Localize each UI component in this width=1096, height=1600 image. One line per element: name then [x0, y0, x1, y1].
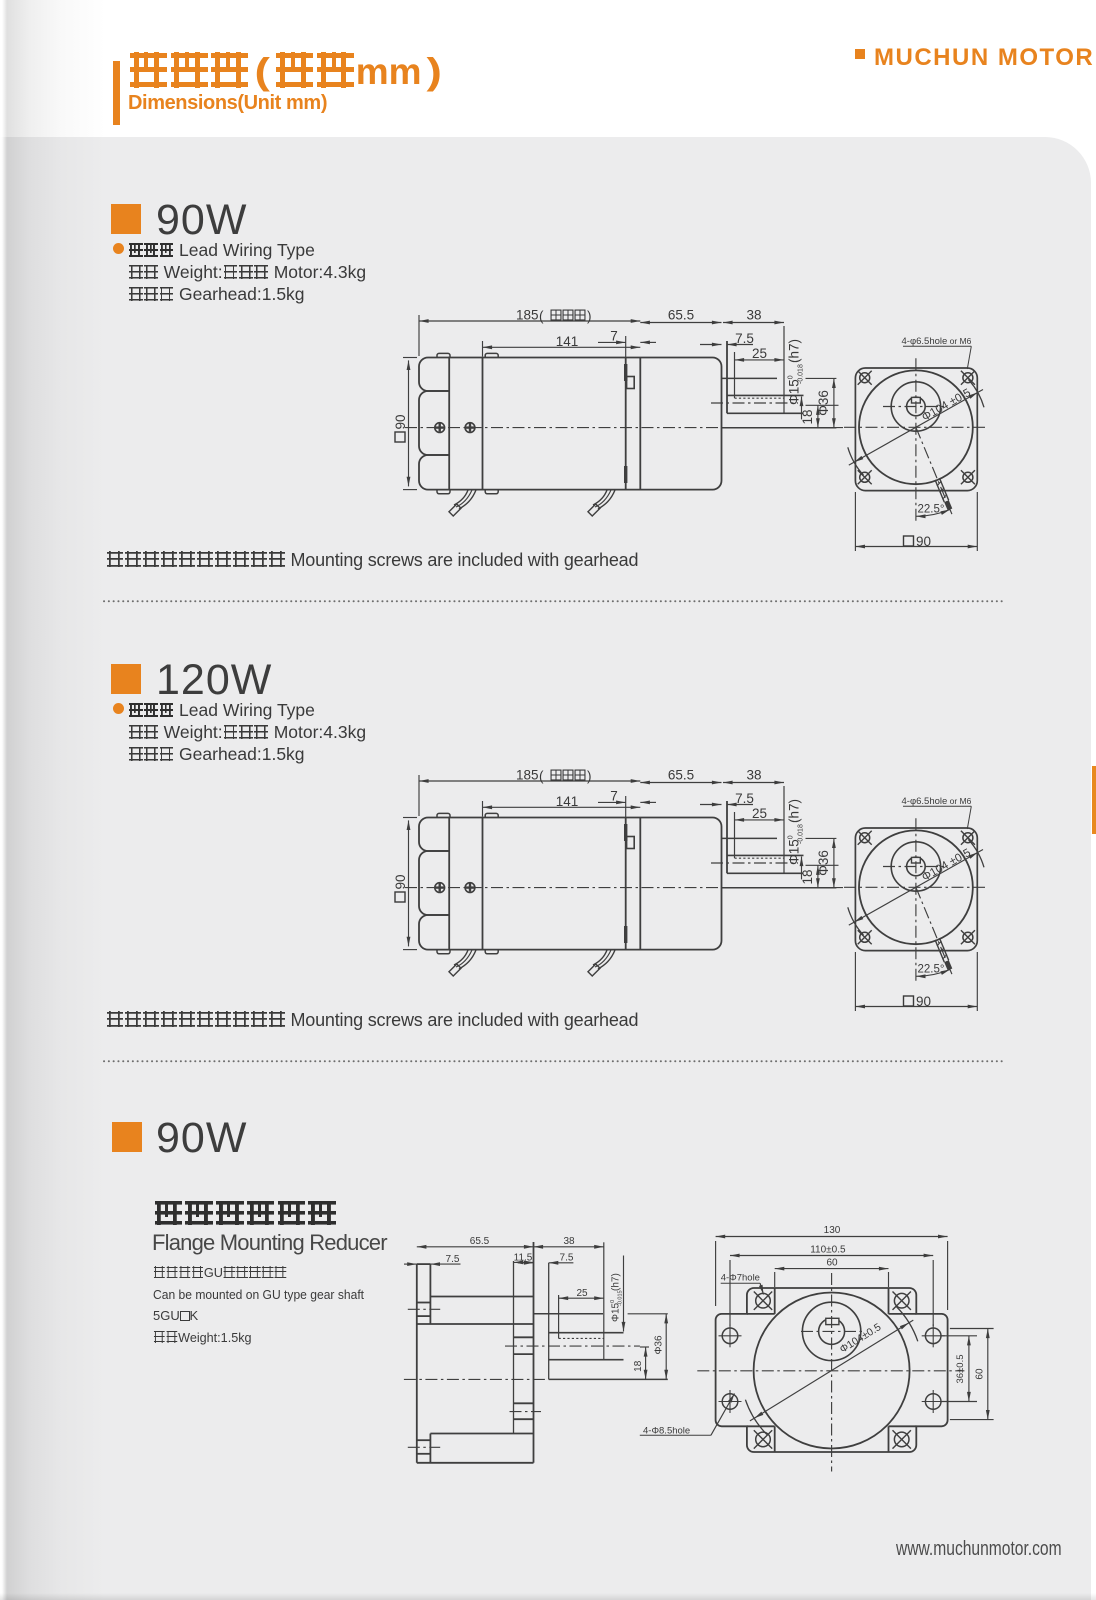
svg-text:110±0.5: 110±0.5	[810, 1244, 846, 1255]
svg-text:11.5: 11.5	[514, 1253, 533, 1264]
svg-text:4-Φ7hole: 4-Φ7hole	[721, 1272, 760, 1283]
svg-text:90: 90	[393, 414, 408, 429]
svg-text:4-Φ8.5hole: 4-Φ8.5hole	[643, 1425, 690, 1436]
svg-text:60: 60	[826, 1258, 838, 1269]
svg-text:4-φ6.5hole or M6: 4-φ6.5hole or M6	[902, 336, 972, 347]
svg-text:7.5: 7.5	[735, 331, 754, 346]
svg-text:36±0.5: 36±0.5	[955, 1355, 966, 1384]
svg-text:Φ104 ±0.5: Φ104 ±0.5	[920, 387, 973, 424]
svg-text:Φ36: Φ36	[816, 390, 831, 416]
svg-text:38: 38	[563, 1236, 575, 1247]
svg-text:65.5: 65.5	[668, 308, 694, 323]
svg-text:25: 25	[576, 1288, 588, 1299]
svg-text:25: 25	[752, 346, 767, 361]
svg-text:22.5°: 22.5°	[918, 504, 945, 516]
svg-text:Φ36: Φ36	[654, 1335, 665, 1355]
svg-text:65.5: 65.5	[470, 1236, 490, 1247]
svg-text:60: 60	[975, 1368, 986, 1380]
svg-text:18: 18	[800, 409, 815, 424]
svg-text:Φ150-0.015(h7): Φ150-0.015(h7)	[610, 1273, 624, 1322]
svg-text:141: 141	[556, 334, 579, 349]
svg-text:18: 18	[633, 1360, 644, 1372]
svg-text:38: 38	[746, 308, 761, 323]
svg-text:7: 7	[610, 328, 618, 343]
svg-text:90: 90	[916, 534, 931, 549]
svg-text:): )	[587, 309, 592, 324]
svg-text:130: 130	[824, 1225, 841, 1236]
svg-text:185: 185	[516, 308, 539, 323]
svg-text:7.5: 7.5	[446, 1254, 460, 1265]
svg-text:(: (	[539, 309, 544, 324]
svg-text:7.5: 7.5	[560, 1252, 574, 1263]
